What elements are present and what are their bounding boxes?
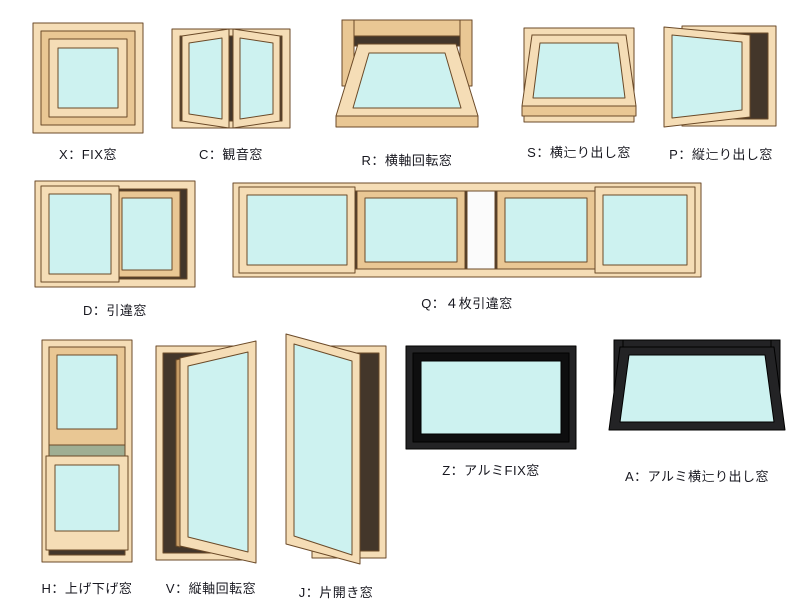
figure-horizontal-pivot-window: R：横軸回転窓 <box>328 18 486 169</box>
figure-double-hung-window: H：上げ下げ窓 <box>38 338 136 597</box>
top-hung-window-illustration <box>521 27 637 123</box>
fix-window-label: X：FIX窓 <box>59 147 117 162</box>
figure-fix-window: X：FIX窓 <box>32 22 144 163</box>
vertical-pivot-window-label: V：縦軸回転窓 <box>165 581 257 596</box>
top-hung-window-label: S：横辷り出し窓 <box>527 145 631 160</box>
figure-side-hung-projected-window: P：縦辷り出し窓 <box>662 20 780 163</box>
four-panel-sliding-window-illustration <box>232 182 702 278</box>
side-hung-projected-window-illustration <box>663 25 777 128</box>
figure-four-panel-sliding-window: Q：４枚引違窓 <box>232 178 702 312</box>
figure-vertical-pivot-window: V：縦軸回転窓 <box>152 336 270 597</box>
figure-double-casement-window: C：観音窓 <box>170 22 292 163</box>
aluminum-awning-window-illustration <box>608 339 786 431</box>
fix-window-illustration <box>32 22 144 134</box>
figure-top-hung-window: S：横辷り出し窓 <box>518 24 640 161</box>
single-casement-window-illustration <box>285 333 387 565</box>
double-hung-window-illustration <box>41 339 133 563</box>
figure-sliding-window: D：引違窓 <box>34 178 196 319</box>
horizontal-pivot-window-illustration <box>335 19 479 128</box>
side-hung-projected-window-label: P：縦辷り出し窓 <box>669 147 773 162</box>
four-panel-sliding-window-label: Q：４枚引違窓 <box>421 296 513 311</box>
double-hung-window-label: H：上げ下げ窓 <box>41 581 133 596</box>
double-casement-window-illustration <box>171 28 291 129</box>
aluminum-fix-window-label: Z：アルミFIX窓 <box>442 463 540 478</box>
single-casement-window-label: J：片開き窓 <box>298 585 374 600</box>
sliding-window-illustration <box>34 180 196 288</box>
figure-single-casement-window: J：片開き窓 <box>282 332 390 600</box>
figure-aluminum-awning-window: A：アルミ横辷り出し窓 <box>608 338 786 485</box>
horizontal-pivot-window-label: R：横軸回転窓 <box>361 153 453 168</box>
double-casement-window-label: C：観音窓 <box>199 147 263 162</box>
aluminum-fix-window-illustration <box>405 345 577 450</box>
aluminum-awning-window-label: A：アルミ横辷り出し窓 <box>624 469 770 484</box>
vertical-pivot-window-illustration <box>155 340 257 564</box>
sliding-window-label: D：引違窓 <box>83 303 147 318</box>
figure-aluminum-fix-window: Z：アルミFIX窓 <box>405 345 577 479</box>
